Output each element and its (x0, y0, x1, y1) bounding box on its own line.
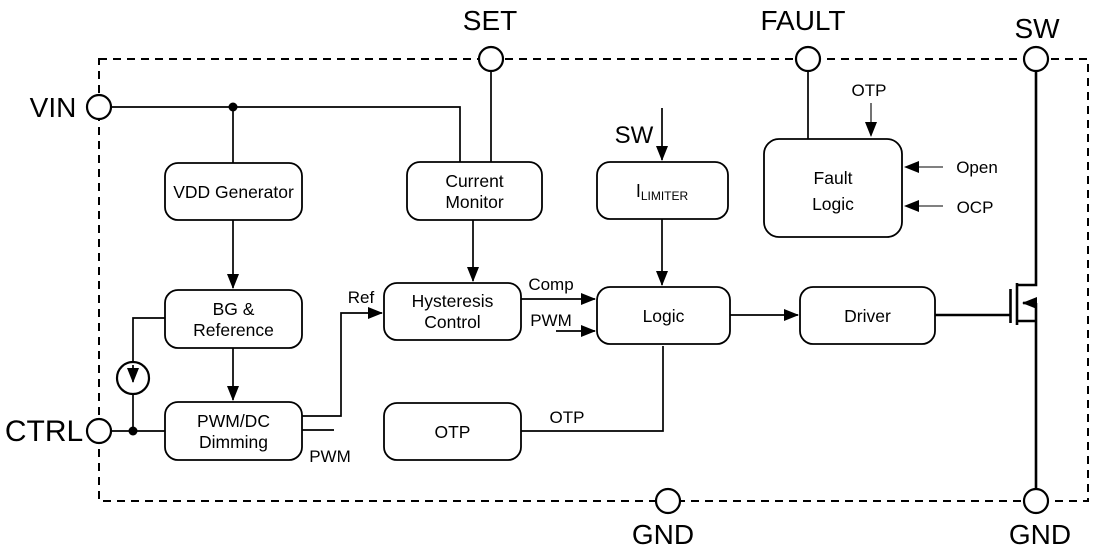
vdd-generator-label: VDD Generator (173, 182, 294, 202)
open-signal-label: Open (956, 158, 998, 177)
logic-box (596, 286, 731, 345)
block-bg-reference: BG & Reference (164, 289, 303, 349)
bg-reference-label-1: BG & (213, 299, 255, 319)
fault-logic-label-2: Logic (812, 194, 854, 214)
vin-pin-label: VIN (30, 92, 77, 123)
vin-pin-circle (85, 93, 113, 121)
current-monitor-label-2: Monitor (445, 192, 504, 212)
pin-sw: SW (1014, 13, 1060, 73)
mosfet-drain (1017, 71, 1038, 287)
junction-dot-vin (228, 102, 238, 112)
logic-label: Logic (643, 306, 685, 326)
wire-otp-to-logic (521, 346, 664, 432)
otp-label: OTP (435, 422, 471, 442)
wires (111, 71, 1010, 436)
pwm-dc-dimming-label-2: Dimming (199, 432, 268, 452)
block-vdd-generator: VDD Generator (164, 162, 303, 221)
ctrl-pin-label: CTRL (5, 415, 83, 448)
pins: VIN SET FAULT SW CTRL GND GND (5, 5, 1071, 550)
gnd-right-pin-circle (1022, 487, 1050, 515)
gnd-left-pin-circle (654, 487, 682, 515)
fault-pin-circle (794, 45, 822, 73)
ocp-signal-label: OCP (957, 198, 994, 217)
block-fault-logic: Fault Logic (763, 138, 903, 238)
bg-reference-box (164, 289, 303, 349)
wire-vin-rail (111, 106, 461, 162)
block-logic: Logic (596, 286, 731, 345)
block-hysteresis-control: Hysteresis Control (383, 282, 522, 341)
pin-set: SET (463, 5, 517, 73)
ref-signal-label: Ref (348, 288, 375, 307)
pwm-out-signal-label: PWM (309, 447, 351, 466)
pin-gnd-left: GND (632, 487, 694, 550)
chip-boundary (98, 58, 1089, 502)
sw-pin-circle (1022, 45, 1050, 73)
pin-fault: FAULT (760, 5, 846, 73)
block-i-limiter: ILIMITER (596, 161, 729, 220)
comp-signal-label: Comp (528, 275, 573, 294)
otp-box (383, 402, 522, 461)
pin-vin: VIN (30, 92, 113, 123)
i-limiter-label: ILIMITER (636, 181, 689, 203)
pin-ctrl: CTRL (5, 415, 113, 448)
wire-ref (302, 307, 383, 417)
hysteresis-control-label-1: Hysteresis (412, 291, 494, 311)
pin-gnd-right: GND (1009, 487, 1071, 550)
fault-pin-label: FAULT (760, 5, 845, 36)
sw-pin-label: SW (1014, 13, 1060, 44)
set-pin-circle (477, 45, 505, 73)
gnd-left-pin-label: GND (632, 519, 694, 550)
ctrl-pin-circle (85, 417, 113, 445)
pwm-in-signal-label: PWM (530, 311, 572, 330)
fault-logic-box (763, 138, 903, 238)
pwm-dc-dimming-box (164, 401, 303, 461)
current-source-symbol (115, 360, 151, 396)
i-limiter-box (596, 161, 729, 220)
gnd-right-pin-label: GND (1009, 519, 1071, 550)
current-monitor-box (406, 161, 543, 221)
driver-label: Driver (844, 306, 891, 326)
otp-top-label: OTP (852, 81, 887, 100)
blocks: VDD Generator Current Monitor ILIMITER F… (164, 138, 936, 461)
set-pin-label: SET (463, 5, 517, 36)
vdd-generator-box (164, 162, 303, 221)
current-monitor-label-1: Current (445, 171, 503, 191)
signal-labels: SW OTP Open OCP Ref Comp PWM PWM OTP (309, 81, 998, 466)
bg-reference-label-2: Reference (193, 320, 274, 340)
hysteresis-control-box (383, 282, 522, 341)
pwm-dc-dimming-label-1: PWM/DC (197, 411, 270, 431)
fault-logic-label-1: Fault (814, 168, 853, 188)
block-driver: Driver (799, 286, 936, 345)
block-otp: OTP (383, 402, 522, 461)
block-current-monitor: Current Monitor (406, 161, 543, 221)
wire-bg-left-upper (132, 317, 165, 362)
hysteresis-control-label-2: Control (424, 312, 480, 332)
mosfet-symbol (1009, 71, 1038, 490)
block-pwm-dc-dimming: PWM/DC Dimming (164, 401, 303, 461)
otp-out-signal-label: OTP (550, 408, 585, 427)
driver-box (799, 286, 936, 345)
sw-input-label: SW (615, 122, 654, 149)
